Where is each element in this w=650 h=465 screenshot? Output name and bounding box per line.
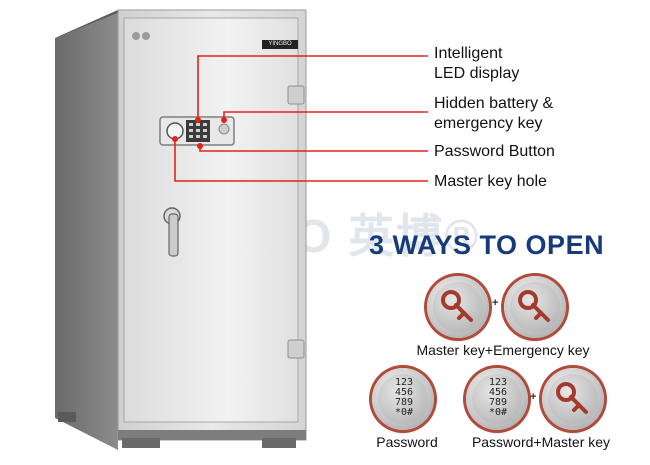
password-badge: 123 456 789 *0# <box>372 368 434 430</box>
keypad-glyphs: 123 456 789 *0# <box>394 377 414 418</box>
callout-led-line1: Intelligent <box>434 45 503 62</box>
key-icon <box>441 290 473 322</box>
callout-led-display: Intelligent LED display <box>434 44 519 84</box>
callout-battery-line2: emergency key <box>434 115 543 132</box>
safe-side-panel <box>55 10 118 450</box>
plus-sign-1: + <box>492 297 499 309</box>
hinge-bottom <box>287 339 305 359</box>
safe-base <box>118 430 306 440</box>
password-badge-2: 123 456 789 *0# <box>466 368 528 430</box>
key-icon <box>518 290 550 322</box>
callout-master-key-hole: Master key hole <box>434 173 547 190</box>
callout-password-button: Password Button <box>434 143 555 160</box>
callout-line-keyhole <box>174 139 428 182</box>
ways-to-open-headline: 3 WAYS TO OPEN <box>369 230 605 260</box>
battery-cover <box>218 123 230 135</box>
safe-foot-left <box>122 438 160 448</box>
hinge-top <box>287 85 305 105</box>
keypad-glyphs: 123 456 789 *0# <box>488 377 508 418</box>
callout-battery-line1: Hidden battery & <box>434 95 554 112</box>
brand-plate: YINGBO <box>262 40 298 49</box>
key-icon <box>556 382 588 414</box>
master-key-badge <box>427 276 489 338</box>
safe-door <box>123 17 299 423</box>
caption-password-master: Password+Master key <box>471 434 611 450</box>
master-key-badge-2 <box>542 368 604 430</box>
callout-battery: Hidden battery & emergency key <box>434 94 553 134</box>
callout-led-line2: LED display <box>434 65 520 82</box>
door-handle <box>168 213 179 257</box>
emergency-key-badge <box>504 276 566 338</box>
caption-password: Password <box>376 434 438 450</box>
safe-foot-right <box>262 438 296 448</box>
callout-line-led <box>197 55 428 120</box>
door-emblem <box>132 32 140 40</box>
safe-foot-back <box>58 412 76 422</box>
plus-sign-2: + <box>530 391 537 403</box>
caption-master-emergency: Master key+Emergency key <box>416 342 590 358</box>
